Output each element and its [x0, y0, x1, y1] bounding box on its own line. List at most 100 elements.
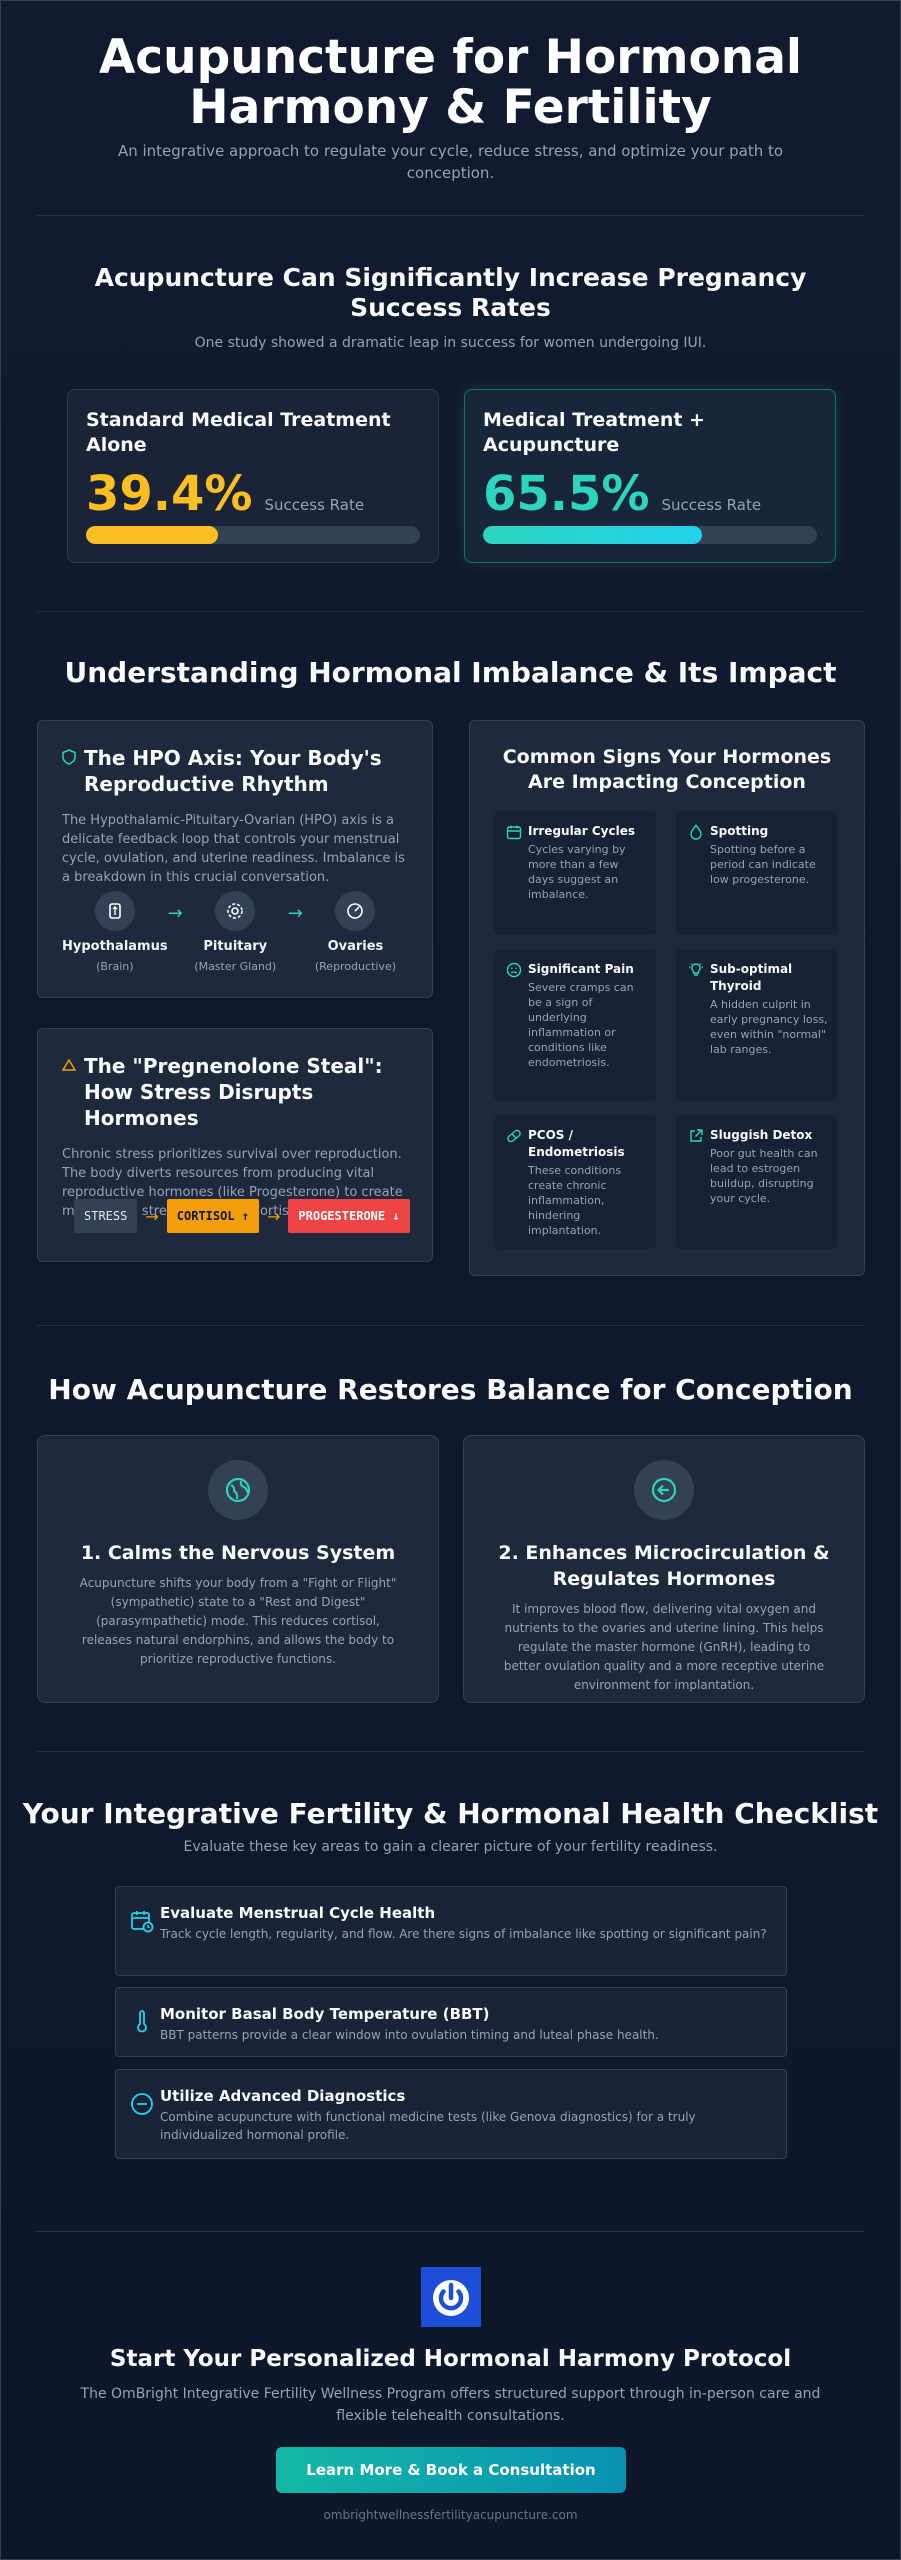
sign-card: Spotting Spotting before a period can in… [676, 811, 838, 935]
hpo-node-hypothalamus: Hypothalamus (Brain) [62, 891, 168, 973]
flow-arrow: → [287, 903, 303, 924]
hpo-description: The Hypothalamic-Pituitary-Ovarian (HPO)… [62, 813, 405, 885]
calendar-clock-icon [130, 1909, 160, 1937]
checklist-text: Combine acupuncture with functional medi… [160, 2110, 696, 2142]
sign-title: Sluggish Detox [710, 1128, 813, 1142]
sign-title: PCOS / Endometriosis [528, 1128, 625, 1159]
divider [37, 215, 864, 216]
pill-icon [506, 1128, 528, 1237]
brand-logo [421, 2267, 481, 2327]
checklist-section-title: Your Integrative Fertility & Hormonal He… [22, 1797, 879, 1830]
progress-track [86, 526, 420, 544]
chip-progesterone: PROGESTERONE ↓ [288, 1199, 410, 1233]
restore-section-title: How Acupuncture Restores Balance for Con… [48, 1373, 853, 1406]
lightbulb-icon [688, 962, 710, 1089]
stat-card-acupuncture: Medical Treatment + Acupuncture 65.5% Su… [464, 389, 836, 563]
sign-card: PCOS / Endometriosis These conditions cr… [494, 1115, 656, 1249]
method-text: Acupuncture shifts your body from a "Fig… [79, 1576, 397, 1666]
frown-icon [506, 962, 528, 1089]
cta-subtitle: The OmBright Integrative Fertility Welln… [80, 2386, 821, 2424]
flow-arrow: → [267, 1206, 281, 1226]
sign-title: Significant Pain [528, 962, 634, 976]
hpo-node-name: Pituitary [203, 939, 268, 954]
divider [37, 611, 864, 612]
warning-icon [61, 1057, 84, 1076]
website-link[interactable]: ombrightwellnessfertilityacupuncture.com [323, 2508, 578, 2522]
stat-label: Success Rate [661, 496, 762, 514]
stat-value: 39.4% [86, 466, 253, 522]
hormone-flow: STRESS → CORTISOL ↑ → PROGESTERONE ↓ [74, 1199, 410, 1233]
checklist-text: BBT patterns provide a clear window into… [160, 2028, 659, 2042]
sign-title: Spotting [710, 824, 769, 838]
page-title-line-2: Harmony & Fertility [189, 80, 712, 135]
checklist-item: Monitor Basal Body Temperature (BBT) BBT… [115, 1987, 787, 2057]
method-title: 2. Enhances Microcirculation & Regulates… [498, 1542, 830, 1590]
checklist-text: Track cycle length, regularity, and flow… [160, 1927, 767, 1941]
page-title: Acupuncture for Hormonal Harmony & Ferti… [1, 33, 900, 133]
method-card-nervous: 1. Calms the Nervous System Acupuncture … [37, 1435, 439, 1703]
chip-cortisol: CORTISOL ↑ [166, 1199, 260, 1233]
gear-icon [215, 891, 256, 931]
method-card-circulation: 2. Enhances Microcirculation & Regulates… [463, 1435, 865, 1703]
sign-text: Spotting before a period can indicate lo… [710, 843, 816, 886]
sign-text: These conditions create chronic inflamma… [528, 1164, 622, 1237]
method-text: It improves blood flow, delivering vital… [503, 1602, 825, 1692]
cta-title: Start Your Personalized Hormonal Harmony… [109, 2346, 792, 2372]
shield-icon [62, 749, 84, 769]
stat-value: 65.5% [483, 466, 650, 522]
page-subtitle: An integrative approach to regulate your… [117, 142, 784, 182]
brain-icon [94, 891, 135, 931]
globe-icon [208, 1460, 268, 1520]
divider [37, 1325, 864, 1326]
progress-track [483, 526, 817, 544]
steal-heading: The "Pregnenolone Steal": How Stress Dis… [84, 1054, 383, 1130]
hpo-node-pituitary: Pituitary (Master Gland) [183, 891, 288, 973]
divider [37, 1751, 864, 1752]
divider [37, 2231, 864, 2232]
gauge-icon [335, 891, 376, 931]
hpo-node-sub: (Brain) [96, 960, 134, 973]
pregnenolone-steal-panel: The "Pregnenolone Steal": How Stress Dis… [37, 1028, 433, 1262]
sign-text: Poor gut health can lead to estrogen bui… [710, 1147, 818, 1205]
sign-text: A hidden culprit in early pregnancy loss… [710, 998, 828, 1056]
sign-card: Irregular Cycles Cycles varying by more … [494, 811, 656, 935]
checklist-item: Utilize Advanced Diagnostics Combine acu… [115, 2069, 787, 2159]
hpo-axis-panel: The HPO Axis: Your Body's Reproductive R… [37, 720, 433, 998]
checklist-section-subtitle: Evaluate these key areas to gain a clear… [183, 1839, 718, 1855]
method-title: 1. Calms the Nervous System [80, 1542, 396, 1564]
progress-fill [483, 526, 702, 544]
hpo-node-name: Hypothalamus [62, 939, 168, 954]
sign-card: Sluggish Detox Poor gut health can lead … [676, 1115, 838, 1249]
signs-panel: Common Signs Your Hormones Are Impacting… [469, 720, 865, 1276]
checklist-title: Monitor Basal Body Temperature (BBT) [160, 2005, 490, 2023]
progress-fill [86, 526, 218, 544]
page-title-line-1: Acupuncture for Hormonal [98, 30, 803, 85]
sign-text: Cycles varying by more than a few days s… [528, 843, 626, 901]
success-section-subtitle: One study showed a dramatic leap in succ… [194, 335, 707, 351]
checklist-title: Utilize Advanced Diagnostics [160, 2087, 406, 2105]
book-consultation-button[interactable]: Learn More & Book a Consultation [276, 2447, 626, 2493]
hpo-node-name: Ovaries [327, 939, 384, 954]
sign-title: Irregular Cycles [528, 824, 636, 838]
stat-card-standard: Standard Medical Treatment Alone 39.4% S… [67, 389, 439, 563]
imbalance-section-title: Understanding Hormonal Imbalance & Its I… [64, 656, 837, 689]
external-arrow-icon [688, 1128, 710, 1237]
hpo-heading: The HPO Axis: Your Body's Reproductive R… [84, 746, 382, 796]
checklist-item: Evaluate Menstrual Cycle Health Track cy… [115, 1886, 787, 1976]
sign-title: Sub-optimal Thyroid [710, 962, 793, 993]
minus-circle-icon [130, 2092, 160, 2120]
calendar-icon [506, 824, 528, 923]
stat-card-heading: Medical Treatment + Acupuncture [483, 409, 705, 456]
droplet-icon [688, 824, 710, 923]
stat-card-heading: Standard Medical Treatment Alone [86, 409, 391, 456]
sign-card: Significant Pain Severe cramps can be a … [494, 949, 656, 1101]
hpo-node-sub: (Reproductive) [314, 960, 397, 973]
checklist-title: Evaluate Menstrual Cycle Health [160, 1904, 436, 1922]
flow-arrow: → [167, 903, 183, 924]
stat-label: Success Rate [264, 496, 365, 514]
hpo-flow: Hypothalamus (Brain) → Pituitary (Master… [62, 891, 408, 973]
thermometer-icon [130, 2010, 160, 2038]
sign-card: Sub-optimal Thyroid A hidden culprit in … [676, 949, 838, 1101]
signs-heading: Common Signs Your Hormones Are Impacting… [502, 746, 832, 793]
